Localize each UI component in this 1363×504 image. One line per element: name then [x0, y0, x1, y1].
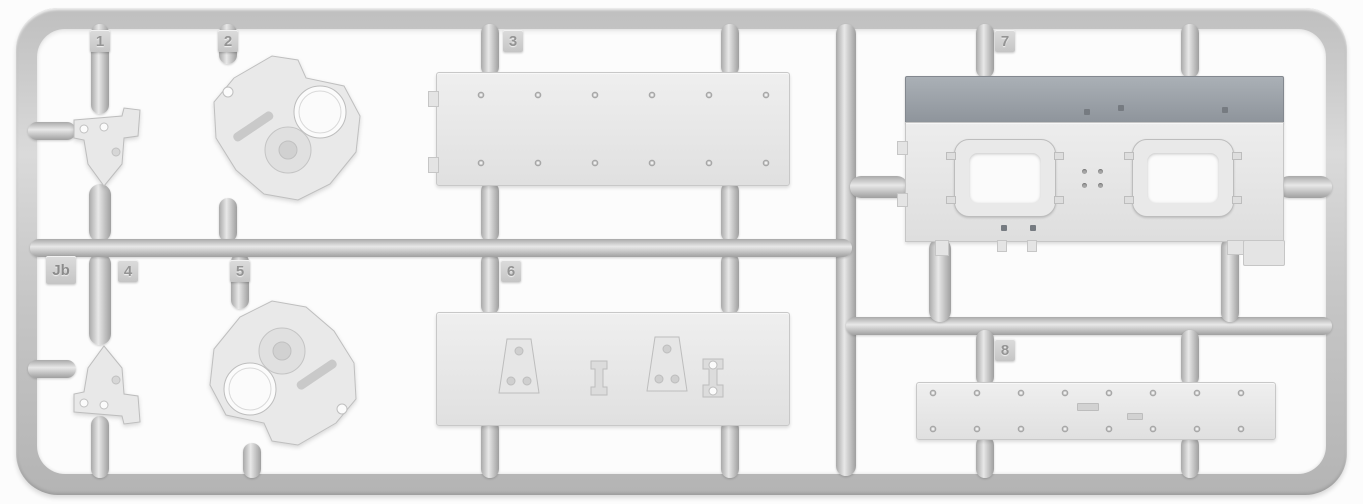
hatch-opening-right	[1124, 139, 1242, 217]
runner-segment	[721, 420, 739, 478]
runner-segment	[721, 182, 739, 242]
hatch-clip	[1054, 196, 1064, 204]
panel-edge-tab	[428, 157, 439, 173]
panel-edge-tab	[1027, 240, 1037, 252]
part-number-tab-3: 3	[503, 30, 523, 52]
runner-gate	[929, 238, 951, 322]
bolt-detail	[1222, 107, 1228, 113]
sprue-id-tab: Jb	[46, 256, 76, 284]
part-3-panel	[428, 72, 790, 186]
hatch-clip	[946, 196, 956, 204]
hatch-hole	[969, 153, 1041, 203]
runner-segment	[1221, 238, 1239, 322]
part-number-tab-4: 4	[118, 260, 138, 282]
runner-segment	[91, 416, 109, 478]
slot-detail	[1077, 403, 1099, 411]
hatch-opening-left	[946, 139, 1064, 217]
bolt-detail	[1084, 109, 1090, 115]
rivet-row	[477, 159, 771, 167]
runner-segment	[721, 24, 739, 76]
hatch-clip	[1054, 152, 1064, 160]
panel-edge-tab	[997, 240, 1007, 252]
runner-main-horizontal	[30, 239, 852, 257]
bolt-detail	[1082, 183, 1087, 188]
hatch-clip	[1232, 152, 1242, 160]
rivet-row	[477, 91, 771, 99]
runner-right-horizontal	[846, 317, 1332, 335]
part-7-dark-strip	[905, 76, 1284, 124]
bolt-detail	[1098, 183, 1103, 188]
panel-step	[1243, 240, 1285, 266]
runner-segment	[481, 420, 499, 478]
slot-detail	[1127, 413, 1143, 420]
runner-stub	[28, 360, 76, 378]
runner-segment	[1181, 24, 1199, 78]
bolt-detail	[1118, 105, 1124, 111]
runner-segment	[1181, 436, 1199, 478]
hatch-hole	[1147, 153, 1219, 203]
part-6-details	[498, 336, 724, 398]
panel-edge-tab	[897, 141, 908, 155]
runner-segment	[721, 253, 739, 315]
runner-segment	[976, 330, 994, 386]
bolt-detail	[1098, 169, 1103, 174]
port-detail	[1001, 225, 1007, 231]
part-number-tab-7: 7	[995, 30, 1015, 52]
port-detail	[1030, 225, 1036, 231]
part-8-panel	[916, 382, 1276, 440]
hatch-clip	[1232, 196, 1242, 204]
part-number-tab-2: 2	[218, 30, 238, 52]
part-number-tab-8: 8	[995, 339, 1015, 361]
hatch-clip	[1124, 152, 1134, 160]
part-number-tab-1: 1	[90, 30, 110, 52]
runner-segment	[1181, 330, 1199, 386]
hatch-clip	[946, 152, 956, 160]
bolt-detail	[1082, 169, 1087, 174]
part-number-tab-5: 5	[230, 260, 250, 282]
part-7-body	[897, 122, 1284, 242]
runner-gate	[89, 253, 111, 345]
runner-stub	[28, 122, 76, 140]
panel-edge-tab	[428, 91, 439, 107]
runner-segment	[481, 182, 499, 242]
runner-segment	[481, 24, 499, 76]
runner-segment	[481, 253, 499, 315]
part-1-bracket	[73, 107, 141, 187]
part-5-mount	[209, 300, 357, 446]
part-6-panel	[436, 312, 790, 426]
runner-gate	[1278, 176, 1332, 198]
panel-edge-tab	[935, 240, 949, 256]
part-7-roof-panel	[897, 76, 1285, 266]
runner-segment	[243, 443, 261, 478]
part-4-bracket	[73, 345, 141, 425]
part-2-mount	[213, 55, 361, 201]
runner-segment	[976, 24, 994, 78]
rivet-row	[929, 425, 1263, 433]
part-number-tab-6: 6	[501, 260, 521, 282]
hatch-clip	[1124, 196, 1134, 204]
runner-segment	[219, 198, 237, 242]
runner-gate	[89, 184, 111, 242]
rivet-row	[929, 389, 1263, 397]
panel-edge-tab	[897, 193, 908, 207]
runner-gate	[850, 176, 908, 198]
runner-segment	[976, 436, 994, 478]
